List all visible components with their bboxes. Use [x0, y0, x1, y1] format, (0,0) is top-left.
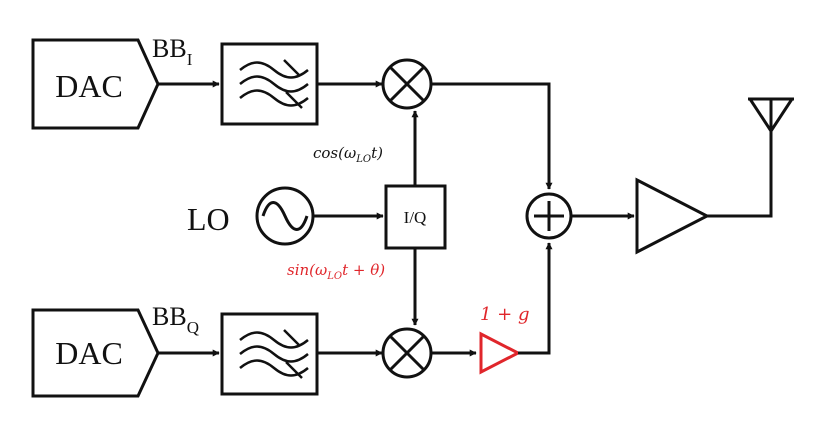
wire-gain-adder — [518, 242, 553, 355]
iq-label: I/Q — [404, 208, 427, 227]
mixer-icon-bottom — [381, 327, 433, 379]
dac-bottom-label: DAC — [55, 335, 123, 371]
lowpass-filter-icon-bottom — [220, 312, 319, 396]
gain-label: 1 + g — [480, 304, 530, 325]
iq-splitter-block: I/Q — [384, 184, 447, 250]
amplifier-icon — [635, 177, 711, 255]
sin-label: sin(ωLOt + θ) — [287, 261, 385, 282]
dac-block-bottom: DAC — [31, 308, 160, 398]
cos-label: cos(ωLOt) — [313, 144, 383, 165]
gain-amplifier-icon — [479, 331, 522, 375]
bb-i-label: BBI — [152, 34, 193, 69]
oscillator-icon — [255, 186, 315, 246]
antenna-icon — [748, 97, 794, 132]
dac-block-top: DAC — [31, 38, 160, 130]
dac-top-label: DAC — [55, 68, 123, 104]
lowpass-filter-icon-top — [220, 42, 319, 126]
adder-icon — [525, 192, 573, 240]
lo-label: LO — [187, 201, 230, 237]
mixer-icon-top — [381, 58, 433, 110]
wire-mixer-top-adder — [431, 82, 553, 190]
wire-pa-antenna — [707, 100, 773, 218]
bb-q-label: BBQ — [152, 302, 199, 337]
